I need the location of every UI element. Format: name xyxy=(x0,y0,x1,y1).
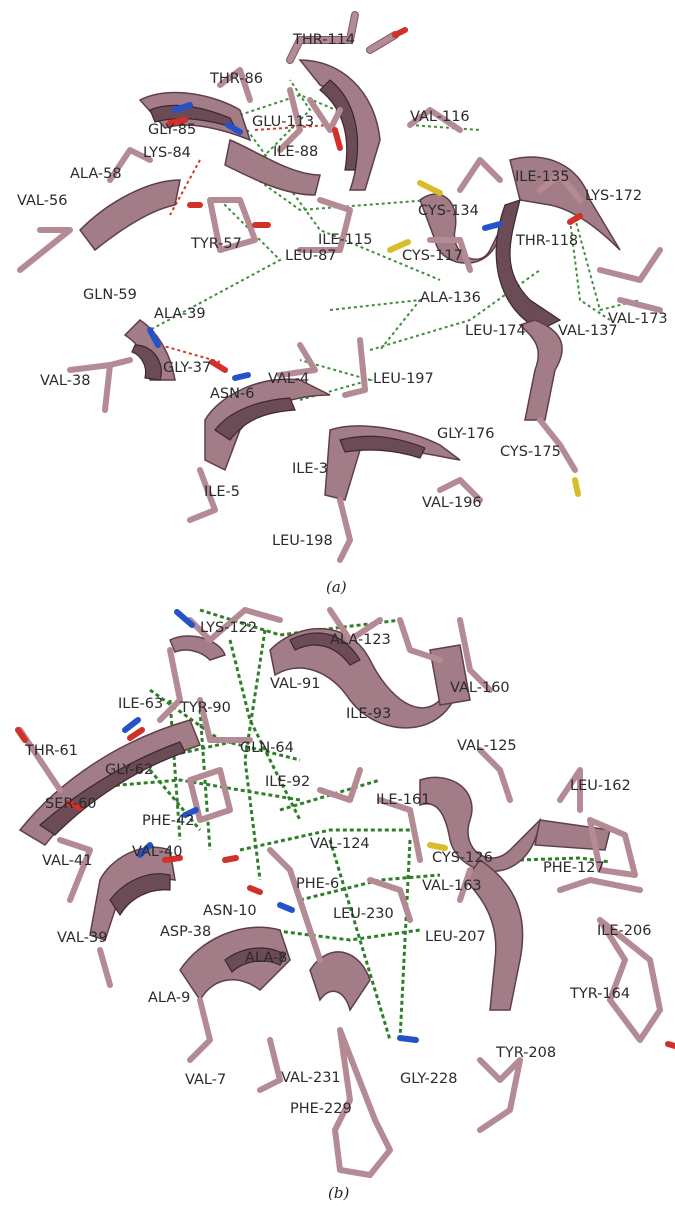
residue-label-a: CYS-175 xyxy=(500,444,561,460)
residue-label-b: ILE-206 xyxy=(597,923,651,939)
residue-label-a: ILE-5 xyxy=(204,484,240,500)
residue-label-a: LEU-198 xyxy=(272,533,333,549)
residue-label-b: SER-60 xyxy=(45,796,97,812)
residue-label-b: GLY-228 xyxy=(400,1071,457,1087)
residue-label-a: LYS-84 xyxy=(143,145,191,161)
residue-label-b: VAL-163 xyxy=(422,878,482,894)
panel-b-caption: (b) xyxy=(328,1184,349,1202)
residue-label-a: CYS-117 xyxy=(402,248,463,264)
residue-label-b: PHE-6 xyxy=(296,876,339,892)
residue-label-a: VAL-56 xyxy=(17,193,67,209)
residue-label-b: ASP-38 xyxy=(160,924,211,940)
panel-a-caption: (a) xyxy=(326,578,347,596)
residue-label-a: VAL-4 xyxy=(268,371,309,387)
residue-label-b: GLN-64 xyxy=(240,740,294,756)
residue-label-b: TYR-164 xyxy=(569,986,630,1002)
residue-label-b: LEU-162 xyxy=(570,778,631,794)
residue-label-a: ILE-115 xyxy=(318,232,372,248)
residue-label-b: ALA-8 xyxy=(245,950,287,966)
residue-label-b: LEU-230 xyxy=(333,906,394,922)
panel-a-sticks xyxy=(17,11,663,563)
residue-label-a: LEU-197 xyxy=(373,371,434,387)
residue-label-b: ILE-92 xyxy=(265,774,310,790)
residue-label-a: VAL-173 xyxy=(608,311,668,327)
residue-label-a: THR-114 xyxy=(292,32,355,48)
residue-label-b: ILE-63 xyxy=(118,696,163,712)
panel-a: THR-114 THR-86 GLY-85 GLU-113 VAL-116 LY… xyxy=(17,11,668,596)
residue-label-a: LEU-174 xyxy=(465,323,526,339)
residue-label-b: VAL-39 xyxy=(57,930,107,946)
residue-label-a: ALA-136 xyxy=(420,290,481,306)
residue-label-a: THR-118 xyxy=(515,233,578,249)
panel-a-labels: THR-114 THR-86 GLY-85 GLU-113 VAL-116 LY… xyxy=(17,32,668,549)
residue-label-b: VAL-125 xyxy=(457,738,517,754)
panel-b-sticks xyxy=(15,607,675,1178)
panel-a-hbonds xyxy=(149,79,641,401)
residue-label-b: THR-61 xyxy=(24,743,78,759)
residue-label-b: PHE-42 xyxy=(142,813,195,829)
residue-label-b: VAL-160 xyxy=(450,680,510,696)
residue-label-a: ALA-39 xyxy=(154,306,206,322)
residue-label-b: ALA-9 xyxy=(148,990,190,1006)
residue-label-b: TYR-208 xyxy=(495,1045,556,1061)
residue-label-b: ILE-161 xyxy=(376,792,430,808)
panel-a-ribbons xyxy=(79,59,621,501)
residue-label-a: GLU-113 xyxy=(252,114,314,130)
residue-label-b: VAL-231 xyxy=(281,1070,341,1086)
residue-label-b: CYS-126 xyxy=(432,850,493,866)
residue-label-a: LEU-87 xyxy=(285,248,337,264)
residue-label-b: TYR-90 xyxy=(179,700,231,716)
residue-label-b: LEU-207 xyxy=(425,929,486,945)
residue-label-b: VAL-124 xyxy=(310,836,370,852)
residue-label-a: ALA-58 xyxy=(70,166,122,182)
residue-label-a: ILE-135 xyxy=(515,169,569,185)
residue-label-b: VAL-91 xyxy=(270,676,320,692)
residue-label-a: VAL-38 xyxy=(40,373,90,389)
residue-label-a: GLY-176 xyxy=(437,426,494,442)
residue-label-b: ASN-10 xyxy=(203,903,257,919)
residue-label-b: VAL-7 xyxy=(185,1072,226,1088)
residue-label-b: GLY-62 xyxy=(105,762,153,778)
residue-label-b: PHE-229 xyxy=(290,1101,352,1117)
panel-b: LYS-122 ALA-123 VAL-91 VAL-160 ILE-63 TY… xyxy=(15,607,675,1202)
residue-label-b: ILE-93 xyxy=(346,706,391,722)
residue-label-a: CYS-134 xyxy=(418,203,479,219)
residue-label-b: LYS-122 xyxy=(200,620,257,636)
residue-label-b: VAL-40 xyxy=(132,844,182,860)
residue-label-b: VAL-41 xyxy=(42,853,92,869)
residue-label-a: VAL-196 xyxy=(422,495,482,511)
residue-label-a: ILE-88 xyxy=(273,144,318,160)
residue-label-a: GLY-37 xyxy=(163,360,211,376)
residue-label-a: VAL-116 xyxy=(410,109,470,125)
residue-label-a: ASN-6 xyxy=(210,386,254,402)
residue-label-a: LYS-172 xyxy=(585,188,642,204)
residue-label-a: VAL-137 xyxy=(558,323,618,339)
residue-label-a: THR-86 xyxy=(209,71,263,87)
panel-b-labels: LYS-122 ALA-123 VAL-91 VAL-160 ILE-63 TY… xyxy=(24,620,651,1117)
residue-label-a: GLN-59 xyxy=(83,287,137,303)
residue-label-a: GLY-85 xyxy=(148,122,196,138)
residue-label-a: TYR-57 xyxy=(190,236,242,252)
residue-label-b: PHE-127 xyxy=(543,860,605,876)
residue-label-b: ALA-123 xyxy=(330,632,391,648)
residue-label-a: ILE-3 xyxy=(292,461,328,477)
